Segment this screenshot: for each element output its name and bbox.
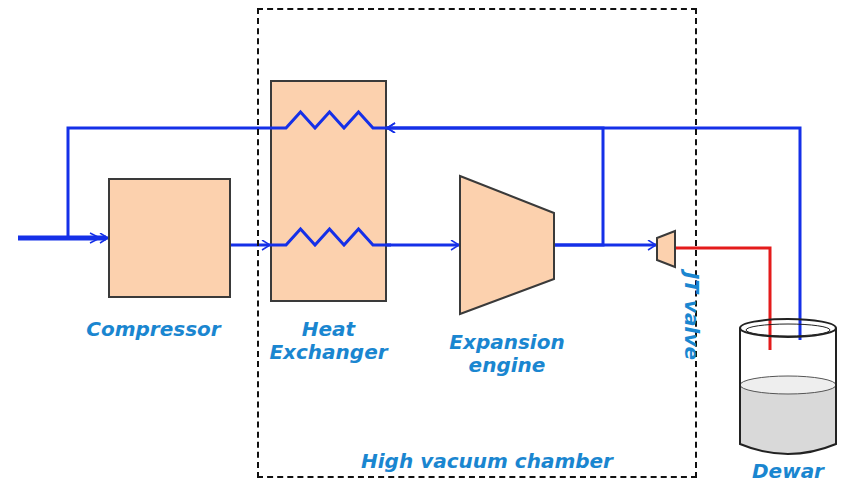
coil-symbol <box>272 82 385 300</box>
expansion-engine: Expansion engine <box>459 175 555 315</box>
part-label: Heat Exchanger <box>263 318 395 364</box>
flow-line <box>231 244 270 247</box>
flow-line <box>387 244 459 247</box>
compressor-box: Compressor <box>108 178 231 298</box>
part-label: High vacuum chamber <box>361 450 613 473</box>
valve-shape <box>656 230 676 268</box>
heat-exchanger-box: Heat Exchanger <box>270 80 387 302</box>
flow-line <box>387 128 800 340</box>
turbine-shape <box>459 175 555 315</box>
jt-valve: JT valve <box>656 230 676 268</box>
dewar-shape <box>738 318 838 456</box>
part-label: Compressor <box>86 318 220 341</box>
dewar-vessel: Dewar <box>738 318 838 456</box>
part-label: Expansion engine <box>427 331 587 377</box>
chamber-region: High vacuum chamberHeat ExchangerExpansi… <box>257 8 697 478</box>
part-label: JT valve <box>680 272 703 360</box>
part-label: Dewar <box>752 460 824 483</box>
